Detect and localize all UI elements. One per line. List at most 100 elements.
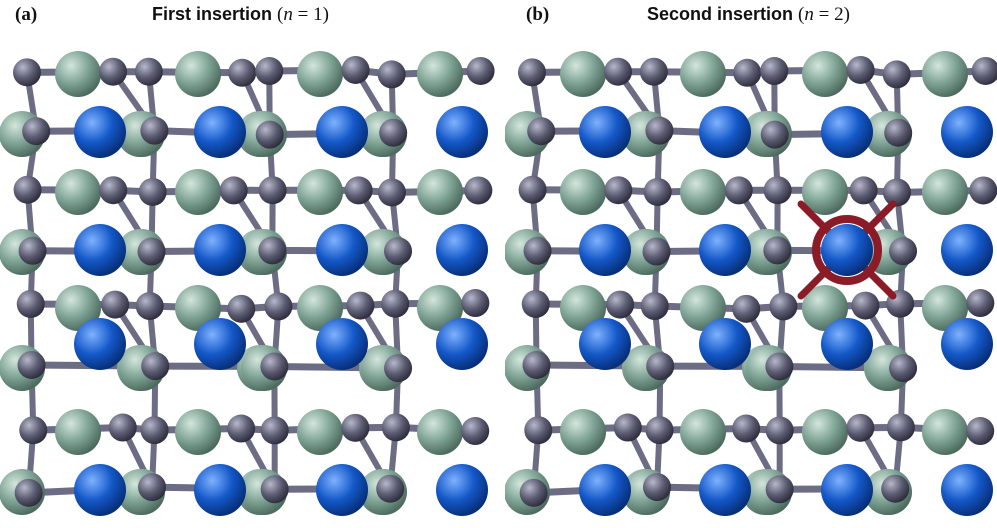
highlight-ring [812,215,882,285]
blue-atom [699,464,751,516]
dark-gray-atom [604,57,632,86]
blue-atom [699,224,751,276]
dark-gray-atom [765,352,794,381]
dark-gray-atom [264,292,293,321]
dark-gray-atom [527,117,556,146]
dark-gray-atom [381,413,410,442]
blue-atom [74,224,126,276]
green-gray-atom [802,409,848,455]
dark-gray-atom [518,58,546,87]
dark-gray-atom [645,116,674,145]
dark-gray-atom [523,236,552,265]
dark-gray-atom [137,237,166,266]
dark-gray-atom [138,473,167,502]
panel-a-math-rest: = 1) [292,4,329,25]
dark-gray-atom [260,416,289,445]
green-gray-atom [175,169,221,215]
dark-gray-atom [138,177,167,206]
dark-gray-atom [521,289,550,318]
blue-atom [821,318,873,370]
dark-gray-atom [733,58,762,87]
dark-gray-atom [966,289,995,318]
dark-gray-atom [376,474,405,503]
blue-atom [194,224,246,276]
blue-atom [699,106,751,158]
green-gray-atom [417,285,463,331]
atoms-layer [0,51,495,516]
green-gray-atom [55,51,101,97]
dark-gray-atom [643,177,672,206]
dark-gray-atom [643,473,672,502]
blue-atom [436,318,488,370]
dark-gray-atom [141,352,170,381]
green-gray-atom [802,285,848,331]
dark-gray-atom [642,237,671,266]
dark-gray-atom [464,176,493,205]
panel-a-letter: (a) [15,4,38,25]
dark-gray-atom [461,289,490,318]
dark-gray-atom [341,55,370,84]
dark-gray-atom [639,57,668,86]
green-gray-atom [175,51,221,97]
dark-gray-atom [227,414,256,443]
dark-gray-atom [140,416,169,445]
dark-gray-atom [101,290,130,319]
blue-atom [74,464,126,516]
dark-gray-atom [17,350,46,379]
green-gray-atom [297,285,343,331]
dark-gray-atom [889,237,918,266]
panel-a-title-text: First insertion [152,4,273,24]
blue-atom [579,106,631,158]
green-gray-atom [560,409,606,455]
green-gray-atom [175,285,221,331]
dark-gray-atom [227,294,256,323]
green-gray-atom [680,51,726,97]
dark-gray-atom [258,176,287,205]
dark-gray-atom [765,416,794,445]
dark-gray-atom [341,413,370,442]
dark-gray-atom [884,118,913,147]
dark-gray-atom [260,352,289,381]
dark-gray-atom [519,478,548,507]
dark-gray-atom [377,60,406,89]
dark-gray-atom [135,292,164,321]
green-gray-atom [802,51,848,97]
green-gray-atom [55,285,101,331]
panel-b-title: Second insertion (n = 2) [647,4,850,26]
dark-gray-atom [384,237,413,266]
dark-gray-atom [606,290,635,319]
dark-gray-atom [613,413,642,442]
green-gray-atom [922,285,968,331]
blue-atom [941,224,993,276]
green-gray-atom [922,51,968,97]
panel-b-crystal-structure [505,51,997,516]
dark-gray-atom [381,289,410,318]
dark-gray-atom [346,291,375,320]
dark-gray-atom [881,474,910,503]
green-gray-atom [560,169,606,215]
blue-atom [74,318,126,370]
dark-gray-atom [971,56,997,85]
green-gray-atom [417,51,463,97]
dark-gray-atom [886,413,915,442]
dark-gray-atom [19,416,48,445]
dark-gray-atom [966,417,995,446]
dark-gray-atom [99,57,127,86]
dark-gray-atom [765,475,794,504]
panel-a-math-open: ( [277,4,284,25]
blue-atom [74,106,126,158]
green-gray-atom [175,409,221,455]
dark-gray-atom [13,58,41,87]
panel-a-crystal-structure [0,51,495,516]
blue-atom [316,224,368,276]
dark-gray-atom [604,176,633,205]
dark-gray-atom [882,60,911,89]
panel-b-title-math: (n = 2) [798,4,850,25]
dark-gray-atom [461,417,490,446]
blue-atom [699,318,751,370]
blue-atom [821,106,873,158]
dark-gray-atom [851,291,880,320]
highlighted-blue-atom [821,224,873,276]
dark-gray-atom [344,176,373,205]
dark-gray-atom [518,175,547,204]
